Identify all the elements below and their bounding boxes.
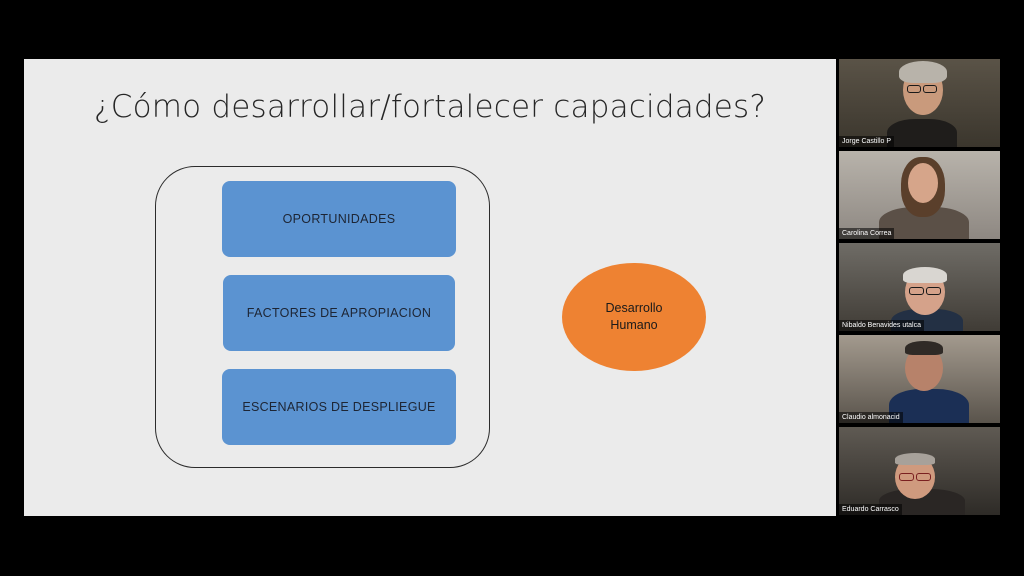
participant-name: Claudio almonacid — [839, 412, 903, 423]
ellipse-line-1: Desarrollo — [605, 301, 663, 315]
participant-tile-1[interactable]: Jorge Castillo P — [839, 59, 1000, 147]
participant-name: Nibaldo Benavides utalca — [839, 320, 924, 331]
glasses-icon — [916, 473, 931, 481]
box-factores-de-apropiacion: FACTORES DE APROPIACION — [223, 275, 455, 351]
participant-hair — [899, 61, 947, 83]
glasses-icon — [909, 287, 924, 295]
ellipse-line-2: Humano — [610, 318, 658, 332]
participant-name: Carolina Correa — [839, 228, 895, 239]
desarrollo-humano-ellipse: Desarrollo Humano — [562, 263, 706, 371]
grouping-frame — [155, 166, 490, 468]
shared-slide: ¿Cómo desarrollar/fortalecer capacidades… — [24, 59, 836, 516]
participant-tile-3[interactable]: Nibaldo Benavides utalca — [839, 243, 1000, 331]
participant-tile-2[interactable]: Carolina Correa — [839, 151, 1000, 239]
participant-hair — [905, 341, 943, 355]
glasses-icon — [907, 85, 921, 93]
participant-silhouette — [887, 119, 957, 147]
glasses-icon — [923, 85, 937, 93]
participant-hair — [903, 267, 947, 283]
box-escenarios-de-despliegue: ESCENARIOS DE DESPLIEGUE — [222, 369, 456, 445]
participant-name: Jorge Castillo P — [839, 136, 895, 147]
slide-title: ¿Cómo desarrollar/fortalecer capacidades… — [93, 89, 767, 125]
participant-tile-4[interactable]: Claudio almonacid — [839, 335, 1000, 423]
glasses-icon — [926, 287, 941, 295]
box-oportunidades: OPORTUNIDADES — [222, 181, 456, 257]
participant-name: Eduardo Carrasco — [839, 504, 902, 515]
participant-face — [908, 163, 938, 203]
glasses-icon — [899, 473, 914, 481]
participant-tile-5[interactable]: Eduardo Carrasco — [839, 427, 1000, 515]
participant-hair — [895, 453, 935, 465]
